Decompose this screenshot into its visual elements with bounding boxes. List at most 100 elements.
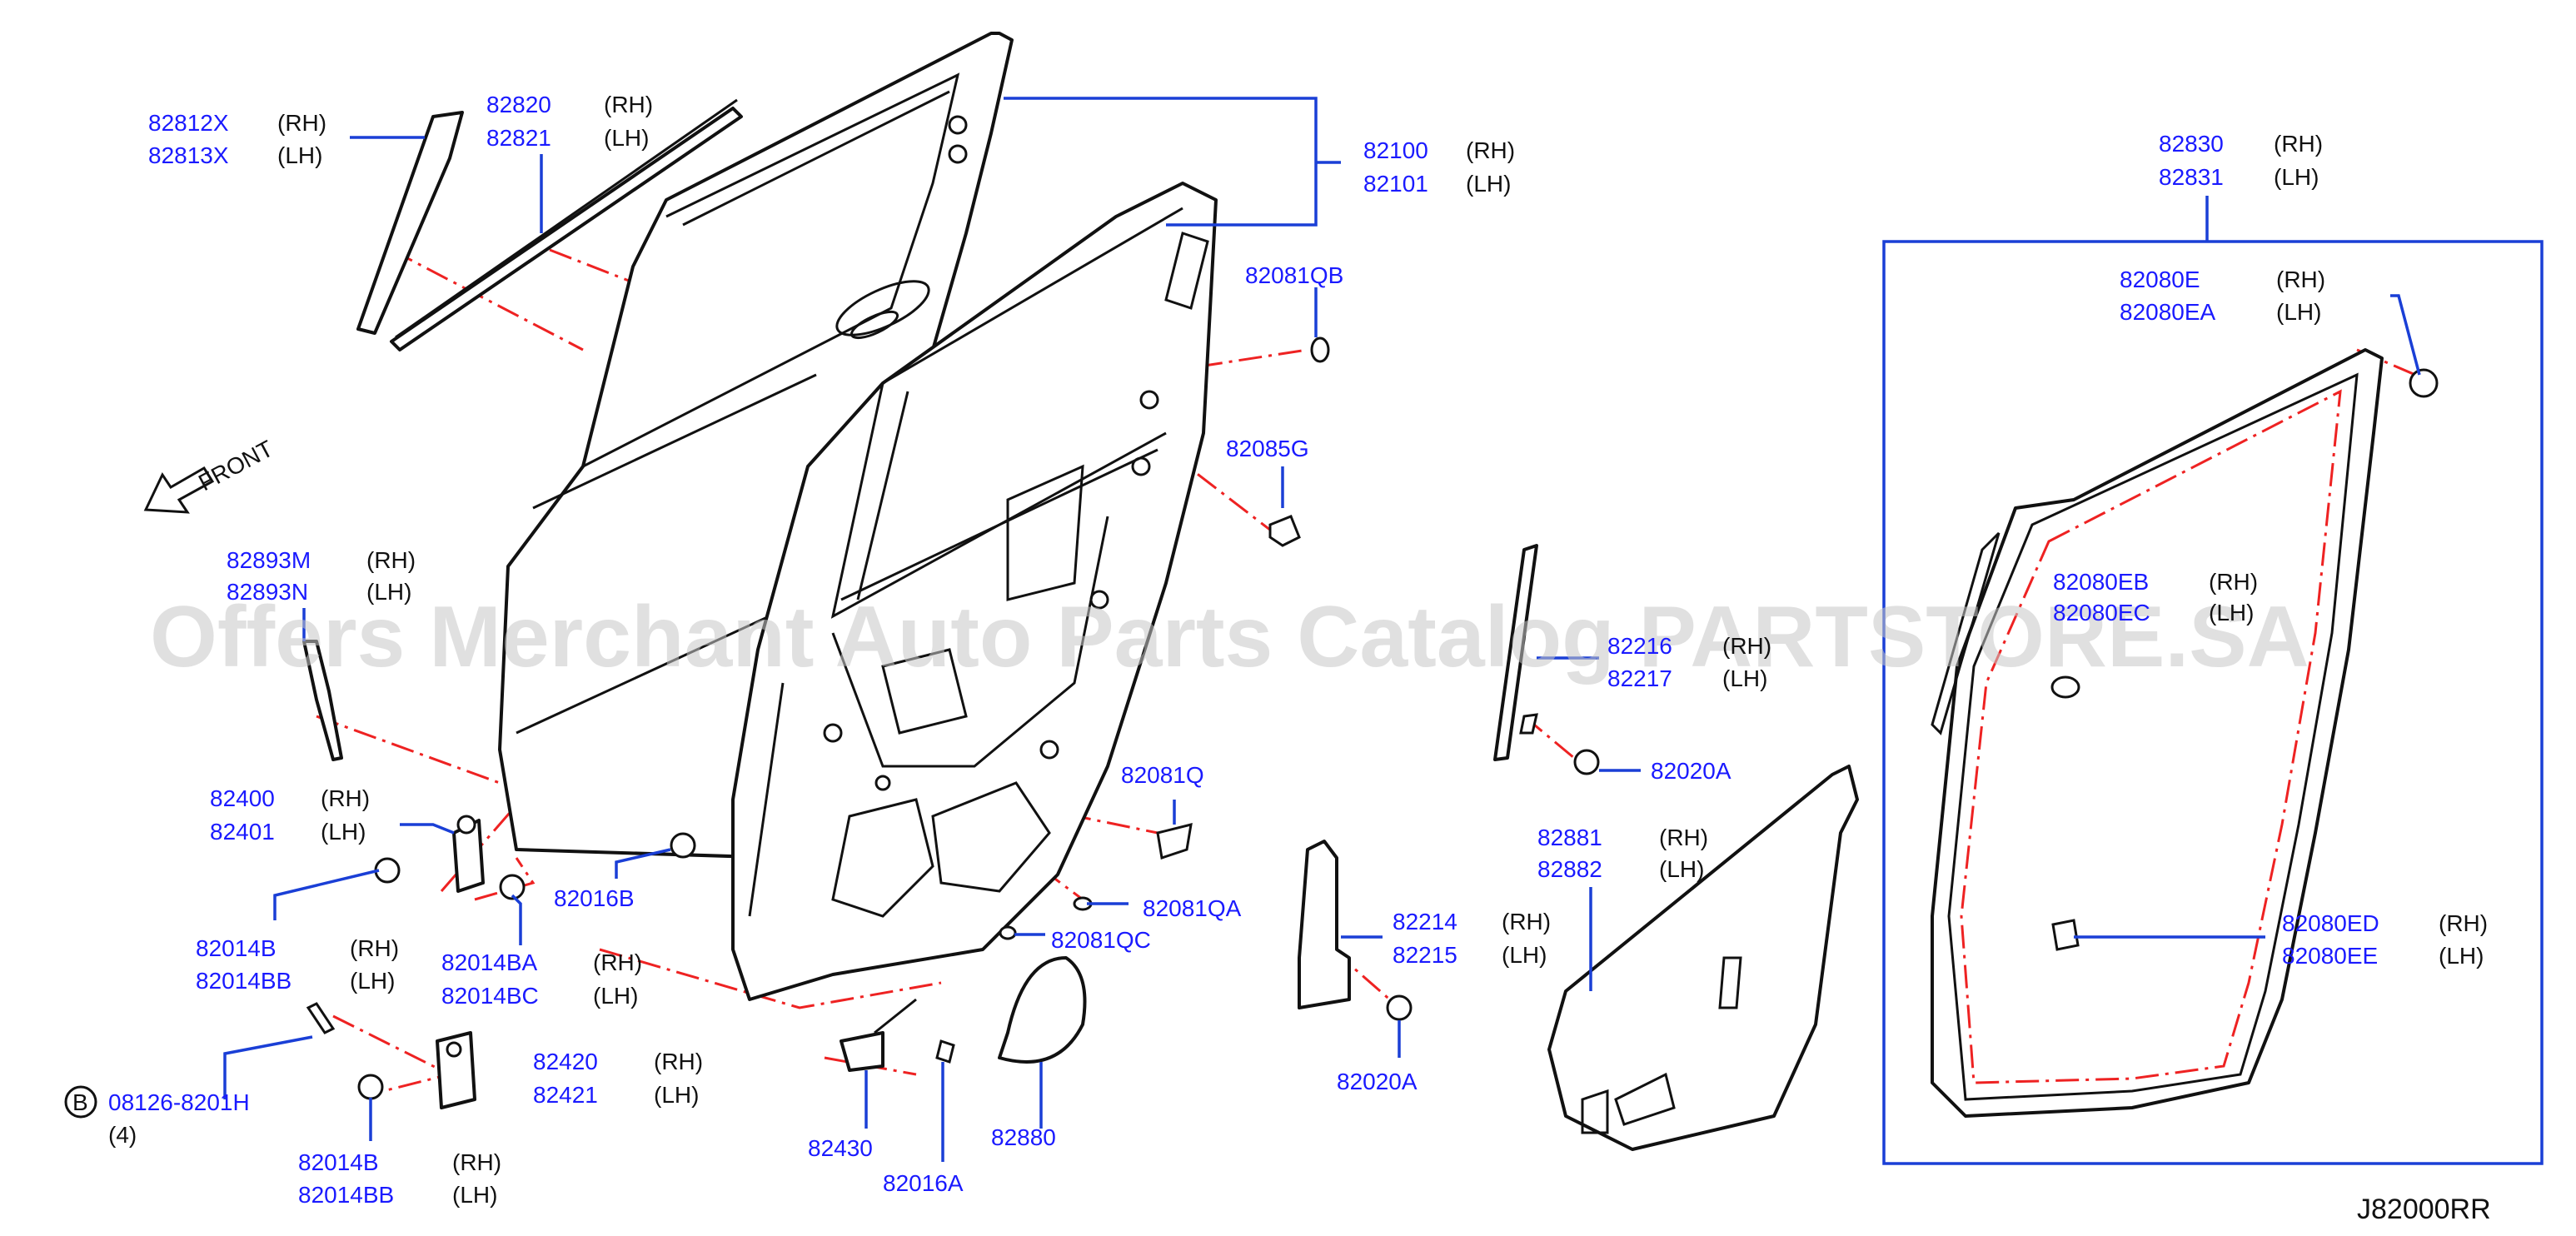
label-82421: 82421 bbox=[533, 1082, 598, 1108]
front-label: FRONT bbox=[194, 436, 277, 496]
leader-lines bbox=[223, 97, 2544, 1165]
front-indicator: FRONT bbox=[143, 436, 277, 514]
label-82430: 82430 bbox=[808, 1135, 873, 1161]
label-82014b: 82014B bbox=[196, 935, 277, 961]
side-rh: (RH) bbox=[2274, 131, 2323, 157]
label-82080eb: 82080EB bbox=[2053, 569, 2149, 595]
side-rh: (RH) bbox=[593, 949, 642, 975]
label-82081qc: 82081QC bbox=[1051, 927, 1151, 953]
label-82101: 82101 bbox=[1363, 171, 1428, 197]
diagram-reference: J82000RR bbox=[2357, 1194, 2491, 1225]
label-82016b: 82016B bbox=[554, 885, 635, 911]
label-82014bc: 82014BC bbox=[441, 983, 539, 1009]
side-rh: (RH) bbox=[366, 547, 416, 573]
label-82880: 82880 bbox=[991, 1124, 1056, 1150]
bolt-82020a-upper bbox=[1573, 749, 1600, 775]
label-82020a-upper: 82020A bbox=[1651, 758, 1731, 784]
label-82882: 82882 bbox=[1537, 856, 1602, 882]
side-lh: (LH) bbox=[654, 1082, 699, 1108]
side-lh: (LH) bbox=[2209, 600, 2254, 625]
clip-82081q bbox=[1156, 822, 1193, 860]
belt-moulding-part bbox=[390, 107, 743, 351]
label-82080e: 82080E bbox=[2120, 267, 2200, 292]
side-lh: (LH) bbox=[1502, 942, 1547, 968]
label-82085g: 82085G bbox=[1226, 436, 1309, 461]
clip-82081qb bbox=[1310, 336, 1330, 363]
door-weatherstrip bbox=[1931, 348, 2384, 1118]
check-link-part bbox=[840, 1031, 884, 1072]
side-lh: (LH) bbox=[452, 1182, 497, 1208]
bolt-circle-letter: B bbox=[72, 1089, 88, 1115]
side-rh: (RH) bbox=[350, 935, 399, 961]
label-82400: 82400 bbox=[210, 785, 275, 811]
watermark: Offers Merchant Auto Parts Catalog PARTS… bbox=[150, 589, 2309, 685]
side-rh: (RH) bbox=[2439, 910, 2488, 936]
weatherstrip-kit-box bbox=[1882, 240, 2544, 1165]
side-rh: (RH) bbox=[1659, 825, 1708, 850]
side-lh: (LH) bbox=[593, 983, 638, 1009]
label-82081qa: 82081QA bbox=[1143, 895, 1242, 921]
sash-82216 bbox=[1493, 544, 1538, 761]
label-82813x: 82813X bbox=[148, 142, 229, 168]
label-82080ea: 82080EA bbox=[2120, 299, 2216, 325]
label-82881: 82881 bbox=[1537, 825, 1602, 850]
side-lh: (LH) bbox=[321, 819, 366, 845]
label-82014ba: 82014BA bbox=[441, 949, 538, 975]
sash-82214 bbox=[1298, 840, 1351, 1009]
door-trim-panel bbox=[1547, 765, 1859, 1151]
clip-82081qc bbox=[999, 925, 1017, 940]
side-rh: (RH) bbox=[654, 1049, 703, 1074]
outer-door-panel bbox=[498, 32, 1014, 860]
label-82080ec: 82080EC bbox=[2053, 600, 2150, 625]
label-82831: 82831 bbox=[2159, 164, 2224, 190]
side-rh: (RH) bbox=[277, 110, 326, 136]
clip-82080e bbox=[2409, 368, 2439, 398]
label-82401: 82401 bbox=[210, 819, 275, 845]
cap-82085g bbox=[1268, 515, 1301, 547]
side-lh: (LH) bbox=[604, 125, 649, 151]
side-lh: (LH) bbox=[2276, 299, 2321, 325]
label-82217: 82217 bbox=[1607, 665, 1672, 691]
label-82080ee: 82080EE bbox=[2282, 943, 2378, 969]
side-rh: (RH) bbox=[2276, 267, 2325, 292]
side-rh: (RH) bbox=[2209, 569, 2258, 595]
label-82216: 82216 bbox=[1607, 633, 1672, 659]
bolt-82016b bbox=[670, 832, 696, 859]
side-rh: (RH) bbox=[452, 1149, 501, 1175]
seal-strip-part bbox=[302, 640, 343, 761]
callouts: 82812X (RH) 82813X (LH) 82820 (RH) 82821… bbox=[64, 92, 2488, 1208]
side-rh: (RH) bbox=[1466, 137, 1515, 163]
side-rh: (RH) bbox=[1722, 633, 1771, 659]
quantity-4: (4) bbox=[108, 1122, 137, 1148]
side-rh: (RH) bbox=[321, 785, 370, 811]
side-rh: (RH) bbox=[1502, 909, 1551, 934]
label-82081q: 82081Q bbox=[1121, 762, 1204, 788]
sash-garnish-part bbox=[356, 111, 464, 335]
front-arrow-icon bbox=[143, 466, 215, 514]
clip-82080eb bbox=[2050, 675, 2080, 699]
side-lh: (LH) bbox=[1466, 171, 1511, 197]
side-lh: (LH) bbox=[350, 968, 395, 994]
label-82080ed: 82080ED bbox=[2282, 910, 2379, 936]
label-82100: 82100 bbox=[1363, 137, 1428, 163]
side-lh: (LH) bbox=[2274, 164, 2319, 190]
side-lh: (LH) bbox=[366, 579, 411, 605]
label-82820: 82820 bbox=[486, 92, 551, 117]
side-lh: (LH) bbox=[2439, 943, 2484, 969]
label-82830: 82830 bbox=[2159, 131, 2224, 157]
label-82020a-lower: 82020A bbox=[1337, 1069, 1418, 1094]
label-82081qb: 82081QB bbox=[1245, 262, 1343, 288]
label-82014bb: 82014BB bbox=[196, 968, 291, 994]
clip-82080ed bbox=[2051, 919, 2080, 951]
label-82014bb-lower: 82014BB bbox=[298, 1182, 394, 1208]
label-82893n: 82893N bbox=[227, 579, 308, 605]
label-82214: 82214 bbox=[1393, 909, 1457, 934]
label-82016a: 82016A bbox=[883, 1170, 964, 1196]
bolt-82020a-lower bbox=[1386, 994, 1413, 1021]
label-82215: 82215 bbox=[1393, 942, 1457, 968]
inner-door-frame bbox=[731, 182, 1218, 1001]
pad-82880 bbox=[998, 956, 1087, 1064]
label-82821: 82821 bbox=[486, 125, 551, 151]
label-82893m: 82893M bbox=[227, 547, 311, 573]
